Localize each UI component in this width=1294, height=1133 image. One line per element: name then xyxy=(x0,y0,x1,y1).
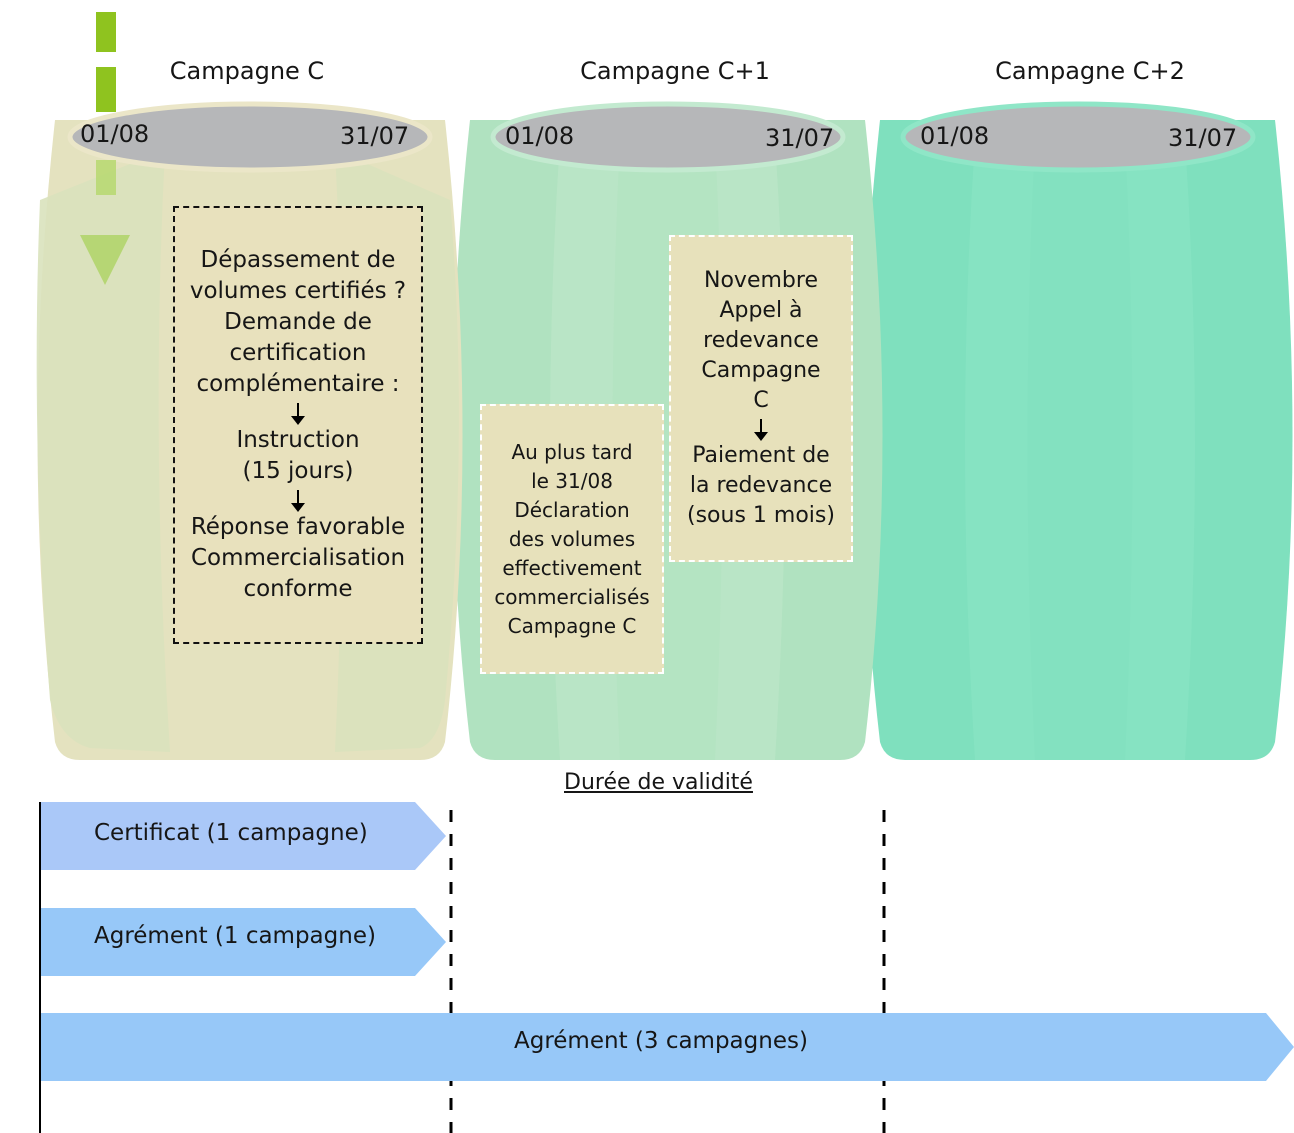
declaration-line: Campagne C xyxy=(507,613,637,638)
down-arrow-icon xyxy=(175,400,421,425)
redevance-line: C xyxy=(753,388,769,413)
validity-bar-agrement-3 xyxy=(41,1013,1294,1081)
box-c-line: Demande de xyxy=(224,309,372,335)
redevance-line: Paiement de xyxy=(692,443,830,468)
declaration-line: effectivement xyxy=(502,555,642,580)
campaign-c-title: Campagne C xyxy=(169,57,325,85)
validity-bar-certificat xyxy=(41,802,446,870)
declaration-box: Au plus tard le 31/08 Déclaration des vo… xyxy=(480,404,664,674)
box-c-line: certification xyxy=(229,340,367,366)
declaration-line: Déclaration xyxy=(514,497,630,522)
campaign-c-plus-2-start-date: 01/08 xyxy=(920,122,990,150)
campaign-c-plus-2-title: Campagne C+2 xyxy=(995,57,1185,85)
timeline-arrow xyxy=(80,12,130,285)
box-c-line: Dépassement de xyxy=(200,247,396,273)
declaration-line: Au plus tard xyxy=(511,439,633,464)
declaration-line: commercialisés xyxy=(494,584,650,609)
campaign-c-plus-2-end-date: 31/07 xyxy=(1168,124,1238,152)
campaign-c-plus-1-start-date: 01/08 xyxy=(505,122,575,150)
campaign-c-plus-1-end-date: 31/07 xyxy=(765,124,835,152)
declaration-line: des volumes xyxy=(508,526,636,551)
complementary-certification-box: Dépassement de volumes certifiés ? Deman… xyxy=(173,206,423,644)
box-c-line: conforme xyxy=(243,576,353,602)
certificat-bar-label: Certificat (1 campagne) xyxy=(94,820,368,846)
redevance-box: Novembre Appel à redevance Campagne C Pa… xyxy=(669,235,853,562)
campaign-c-start-date: 01/08 xyxy=(80,120,150,148)
agrement-1-bar-label: Agrément (1 campagne) xyxy=(94,923,376,949)
declaration-line: le 31/08 xyxy=(531,468,613,493)
redevance-line: redevance xyxy=(703,328,819,353)
barrel-c-plus-1-top xyxy=(490,101,846,173)
validity-bar-agrement-1 xyxy=(41,908,446,976)
barrel-c-top xyxy=(67,101,433,173)
box-c-line: complémentaire : xyxy=(196,371,400,397)
down-arrow-icon xyxy=(175,487,421,512)
validity-title: Durée de validité xyxy=(564,770,753,795)
box-c-line: Instruction xyxy=(236,427,360,453)
campaign-c-end-date: 31/07 xyxy=(340,122,410,150)
box-c-line: volumes certifiés ? xyxy=(189,278,407,304)
box-c-line: Réponse favorable xyxy=(190,514,406,540)
down-arrow-icon xyxy=(671,416,851,441)
redevance-line: la redevance xyxy=(689,473,833,498)
redevance-line: Campagne xyxy=(701,358,821,383)
agrement-3-bar-label: Agrément (3 campagnes) xyxy=(514,1028,808,1054)
box-c-line: (15 jours) xyxy=(242,458,354,484)
campaign-c-plus-1-title: Campagne C+1 xyxy=(580,57,770,85)
redevance-line: Novembre xyxy=(704,268,818,293)
barrel-c-plus-2-top xyxy=(900,101,1256,173)
redevance-line: (sous 1 mois) xyxy=(687,503,835,528)
redevance-line: Appel à xyxy=(719,298,803,323)
box-c-line: Commercialisation xyxy=(190,545,406,571)
barrel-c-plus-2 xyxy=(862,101,1293,760)
